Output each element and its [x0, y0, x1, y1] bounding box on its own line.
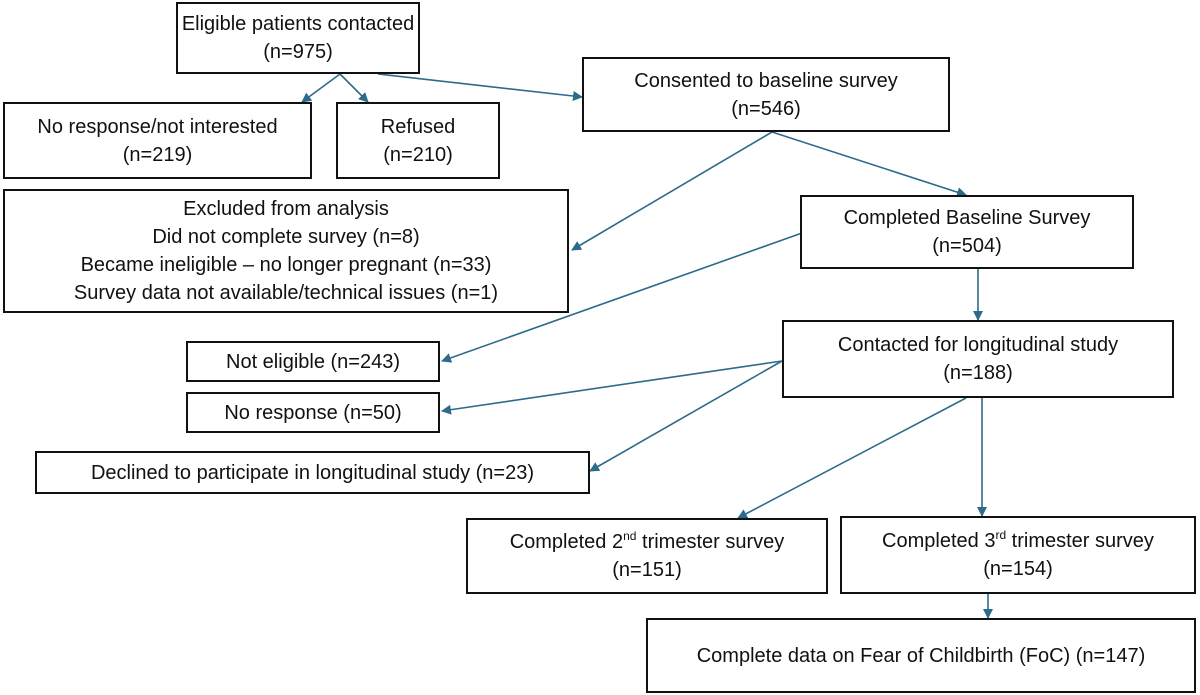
node-consented-baseline: Consented to baseline survey (n=546) [582, 57, 950, 132]
node-count: (n=154) [983, 558, 1053, 580]
arrow-contacted-to-no-response [441, 360, 783, 415]
arrow-baseline-to-not-eligible [441, 232, 803, 363]
node-label: Eligible patients contacted [181, 13, 415, 35]
node-count: (n=504) [932, 235, 1002, 257]
node-label: Completed Baseline Survey [843, 207, 1091, 229]
arrow-contacted-to-second-trimester [737, 397, 967, 519]
node-count: (n=188) [943, 362, 1013, 384]
node-label: No response/not interested [37, 115, 278, 138]
node-count: (n=151) [612, 559, 682, 581]
node-label: Contacted for longitudinal study [837, 334, 1119, 356]
node-label: Not eligible (n=243) [226, 350, 400, 373]
node-second-trimester: Completed 2nd trimester survey (n=151) [466, 518, 828, 594]
node-reason: Became ineligible – no longer pregnant (… [80, 254, 492, 276]
node-not-eligible: Not eligible (n=243) [186, 341, 440, 382]
node-declined-longitudinal: Declined to participate in longitudinal … [35, 451, 590, 494]
node-label: Completed 2nd trimester survey [509, 529, 785, 553]
node-foc-complete-data: Complete data on Fear of Childbirth (FoC… [646, 618, 1196, 693]
arrow-consented-to-completed-baseline [771, 131, 967, 197]
node-third-trimester: Completed 3rd trimester survey (n=154) [840, 516, 1196, 594]
arrow-contacted-to-declined [589, 360, 783, 472]
node-label: Declined to participate in longitudinal … [90, 461, 535, 484]
node-label: No response (n=50) [224, 401, 402, 424]
node-no-response: No response (n=50) [186, 392, 440, 433]
node-excluded-from-analysis: Excluded from analysis Did not complete … [3, 189, 569, 313]
ordinal-suffix: rd [995, 528, 1007, 542]
node-eligible-patients: Eligible patients contacted (n=975) [176, 2, 420, 74]
node-contacted-longitudinal: Contacted for longitudinal study (n=188) [782, 320, 1174, 398]
node-reason: Survey data not available/technical issu… [73, 282, 499, 304]
node-count: (n=219) [122, 143, 193, 166]
arrow-eligible-to-consented [377, 73, 583, 101]
ordinal-suffix: nd [623, 529, 637, 543]
node-count: (n=546) [731, 97, 801, 120]
node-no-response-not-interested: No response/not interested (n=219) [3, 102, 312, 179]
node-count: (n=210) [383, 143, 453, 166]
arrow-consented-to-excluded [571, 131, 773, 251]
node-refused: Refused (n=210) [336, 102, 500, 179]
node-count: (n=975) [263, 41, 333, 63]
node-label: Consented to baseline survey [634, 69, 898, 92]
node-label: Complete data on Fear of Childbirth (FoC… [696, 644, 1146, 667]
arrow-eligible-to-no-response-interest [301, 73, 341, 103]
node-label: Refused [380, 115, 456, 138]
node-completed-baseline: Completed Baseline Survey (n=504) [800, 195, 1134, 269]
node-label: Excluded from analysis [183, 198, 389, 220]
node-reason: Did not complete survey (n=8) [152, 226, 420, 248]
arrow-eligible-to-refused [339, 73, 369, 103]
node-label: Completed 3rd trimester survey [882, 528, 1154, 552]
